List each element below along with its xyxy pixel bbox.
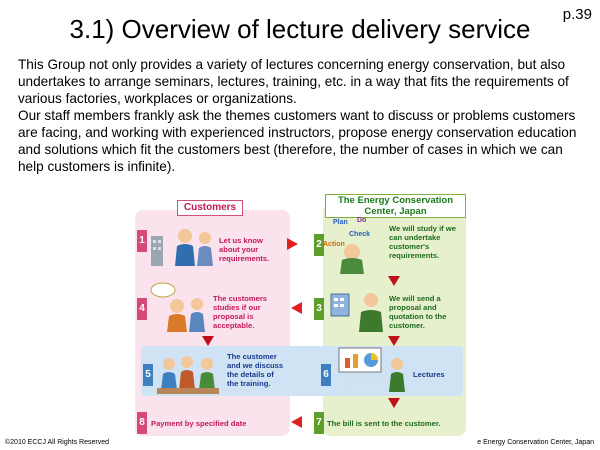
intro-paragraph-1: This Group not only provides a variety o… bbox=[18, 57, 569, 106]
lecture-illustration bbox=[338, 347, 405, 392]
meeting-illustration bbox=[157, 356, 219, 394]
step-7-number: 7 bbox=[314, 412, 324, 434]
arrow-right-icon bbox=[287, 238, 298, 250]
step-6-number: 6 bbox=[321, 364, 331, 386]
step-1-text: Let us know about your requirements. bbox=[219, 236, 270, 263]
step-4-number: 4 bbox=[137, 298, 147, 320]
step-3-number: 3 bbox=[314, 298, 324, 320]
intro-paragraph-2: Our staff members frankly ask the themes… bbox=[18, 108, 577, 174]
center-column bbox=[323, 204, 466, 436]
step-1-number: 1 bbox=[137, 230, 147, 252]
step-2-text: We will study if we can undertake custom… bbox=[389, 224, 456, 260]
customer-office-illustration bbox=[151, 229, 213, 266]
organization-footer: e Energy Conservation Center, Japan bbox=[477, 439, 594, 446]
pdca-check: Check bbox=[349, 231, 371, 238]
customers-label: Customers bbox=[177, 200, 243, 216]
pdca-thinking-illustration bbox=[340, 244, 364, 274]
step-8-text: Payment by specified date bbox=[151, 419, 247, 428]
page-number: p.39 bbox=[562, 6, 592, 23]
step-2-number: 2 bbox=[314, 234, 324, 256]
step-7-text: The bill is sent to the customer. bbox=[327, 419, 441, 428]
arrow-down-icon bbox=[388, 336, 400, 346]
copyright: ©2010 ECCJ All Rights Reserved bbox=[5, 439, 109, 446]
pdca-plan: Plan bbox=[333, 219, 348, 226]
pdca-do: Do bbox=[357, 217, 367, 224]
arrow-down-icon bbox=[388, 398, 400, 408]
step-6-text: Lectures bbox=[413, 370, 445, 379]
arrow-left-icon bbox=[291, 302, 302, 314]
step-5-text: The customer and we discuss the details … bbox=[227, 352, 284, 388]
customers-reviewing-illustration bbox=[150, 282, 205, 332]
service-flow-diagram: Customers The Energy Conservation Center… bbox=[135, 194, 470, 438]
page-title: 3.1) Overview of lecture delivery servic… bbox=[69, 14, 531, 44]
proposal-illustration bbox=[330, 293, 383, 332]
intro-text: This Group not only provides a variety o… bbox=[18, 56, 590, 175]
arrow-down-icon bbox=[388, 276, 400, 286]
step-5-number: 5 bbox=[143, 364, 153, 386]
arrow-down-icon bbox=[202, 336, 214, 346]
center-label: The Energy Conservation Center, Japan bbox=[325, 194, 466, 218]
pdca-action: Action bbox=[323, 241, 345, 248]
arrow-left-icon bbox=[291, 416, 302, 428]
step-8-number: 8 bbox=[137, 412, 147, 434]
step-4-text: The customers studies if our proposal is… bbox=[213, 294, 268, 330]
step-3-text: We will send a proposal and quotation to… bbox=[389, 294, 447, 330]
